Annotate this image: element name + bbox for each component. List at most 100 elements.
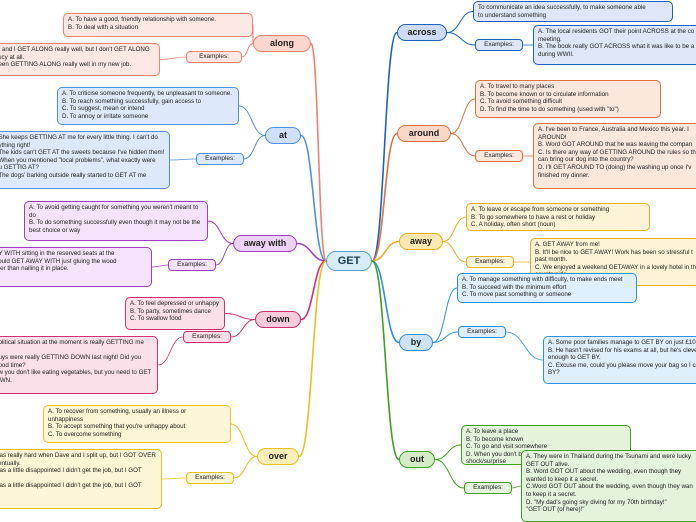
link-center-across bbox=[371, 31, 398, 262]
examples-by-line: BY? bbox=[548, 369, 560, 377]
examples-out-line: wanted to keep it a secret. bbox=[526, 475, 599, 483]
examples-around-line: D. I'll GET AROUND TO (doing) the washin… bbox=[538, 163, 692, 171]
examples-around-line: C. Is there any way of GETTING AROUND th… bbox=[538, 148, 696, 156]
link-down-example-list bbox=[157, 336, 184, 366]
examples-down-line: OWN. bbox=[0, 376, 12, 384]
link-at-examples bbox=[243, 135, 266, 160]
examples-around-line: A. I've been to France, Australia and Me… bbox=[538, 126, 689, 133]
branch-node-down[interactable]: down bbox=[255, 311, 301, 328]
meanings-across-line: To communicate an idea successfully, to … bbox=[478, 4, 646, 11]
examples-over-line: it. bbox=[0, 475, 157, 483]
link-over-example-list bbox=[161, 477, 187, 480]
examples-label-down[interactable]: Examples: bbox=[183, 331, 231, 343]
examples-out-line: GET OUT alive. bbox=[526, 460, 570, 468]
examples-along: ry and I GET ALONG really well, but I do… bbox=[0, 43, 160, 76]
meanings-at: A. To criticise someone frequently, be u… bbox=[57, 87, 239, 125]
meanings-down-line: A. To feel depressed or unhappy bbox=[130, 300, 219, 307]
examples-by-line: B. He hasn't revised for his exams at al… bbox=[548, 346, 696, 354]
meanings-at-line: A. To criticise someone frequently, be u… bbox=[62, 90, 233, 97]
meanings-across-line: to understand something bbox=[478, 11, 547, 19]
meanings-away_with-line: do bbox=[29, 211, 36, 219]
branch-node-along[interactable]: along bbox=[253, 35, 311, 52]
examples-label-across[interactable]: Examples: bbox=[475, 39, 523, 51]
link-across-meanings bbox=[446, 11, 474, 33]
branch-node-across[interactable]: across bbox=[397, 24, 447, 41]
branch-node-by[interactable]: by bbox=[399, 334, 433, 351]
link-over-examples bbox=[233, 456, 258, 479]
examples-across-line: B. The book really GOT ACROSS what it wa… bbox=[538, 43, 695, 51]
examples-away_with-line: could GET AWAY WITH just gluing the wood bbox=[0, 257, 117, 265]
branch-node-out[interactable]: out bbox=[399, 451, 435, 468]
examples-over-line: was a little disappointed I didn't get t… bbox=[0, 482, 142, 490]
link-center-along bbox=[310, 42, 327, 262]
examples-down-line: guys were really GETTING DOWN last night… bbox=[0, 354, 142, 362]
examples-out-line: D. "My dad's going sky diving for my 70t… bbox=[526, 498, 667, 506]
examples-out-line: B. Word GOT OUT about the wedding, even … bbox=[526, 468, 682, 476]
examples-away_with: AY WITH sitting in the reserved seats at… bbox=[0, 247, 152, 287]
link-away_with-meanings bbox=[207, 220, 234, 244]
meanings-over-line: unhappiness bbox=[48, 415, 84, 423]
branch-node-over[interactable]: over bbox=[257, 448, 299, 465]
branch-node-away[interactable]: away bbox=[399, 233, 443, 250]
meanings-along: A. To have a good, friendly relationship… bbox=[63, 13, 253, 37]
examples-by-line: C. Excuse me, could you please move your… bbox=[548, 361, 696, 369]
link-across-examples bbox=[446, 32, 476, 46]
examples-label-along[interactable]: Examples: bbox=[186, 51, 242, 63]
meanings-away_with-line: A. To avoid getting caught for something… bbox=[29, 204, 199, 211]
meanings-at-line: D. To annoy or irritate someone bbox=[62, 112, 149, 120]
meanings-at-line: B. To reach something successfully, gain… bbox=[62, 97, 202, 105]
examples-across: A. The local residents GOT their point A… bbox=[533, 25, 696, 65]
examples-label-over[interactable]: Examples: bbox=[186, 472, 234, 484]
examples-around-line: finished my dinner. bbox=[538, 171, 590, 179]
meanings-down-line: C. To swallow food bbox=[130, 315, 182, 323]
meanings-around-line: D. To find the time to do something (use… bbox=[480, 105, 619, 113]
examples-across-line: during WWII. bbox=[538, 50, 574, 58]
meanings-by-line: B. To succeed with the minimum effort bbox=[462, 283, 567, 291]
examples-label-around[interactable]: Examples: bbox=[475, 150, 523, 162]
meanings-around-line: B. To become known or to circulate infor… bbox=[480, 90, 609, 98]
link-away-meanings bbox=[442, 216, 467, 242]
meanings-around-line: A. To travel to many places bbox=[480, 83, 555, 90]
link-center-away_with bbox=[296, 242, 327, 262]
branch-node-around[interactable]: around bbox=[397, 125, 451, 142]
examples-over-line: ventually. bbox=[0, 459, 21, 467]
meanings-down-line: B. To party, sometimes dance bbox=[130, 307, 211, 315]
link-center-down bbox=[300, 260, 327, 321]
examples-label-at[interactable]: Examples: bbox=[196, 153, 244, 165]
examples-out-line: C.Word GOT OUT about the wedding, even t… bbox=[526, 483, 693, 491]
branch-node-at[interactable]: at bbox=[265, 127, 301, 144]
branch-node-away-with[interactable]: away with bbox=[233, 235, 297, 252]
examples-down-line: n. bbox=[0, 347, 153, 355]
link-around-meanings bbox=[450, 98, 476, 134]
meanings-over-line: A. To recover from something, usually an… bbox=[48, 408, 187, 415]
examples-down-line: political situation at the moment is rea… bbox=[0, 339, 144, 346]
examples-around-line: B. Word GOT AROUND that he was leaving t… bbox=[538, 141, 693, 149]
examples-out-line: "GET OUT (of here)!" bbox=[526, 506, 585, 514]
examples-label-by[interactable]: Examples: bbox=[458, 326, 506, 338]
link-at-example-list bbox=[169, 158, 197, 161]
examples-away-line: past month. bbox=[535, 256, 568, 264]
examples-away_with-line: ther than nailing it in place. bbox=[0, 265, 69, 273]
link-center-around bbox=[371, 132, 398, 262]
examples-label-away[interactable]: Examples: bbox=[466, 256, 514, 268]
link-around-examples bbox=[450, 133, 476, 157]
examples-label-out[interactable]: Examples: bbox=[464, 482, 512, 494]
examples-label-away_with[interactable]: Examples: bbox=[168, 259, 216, 271]
examples-at-line: . The dogs' barking outside really start… bbox=[0, 171, 147, 179]
center-node-get[interactable]: GET bbox=[326, 251, 372, 271]
meanings-away-line: B. To go somewhere to have a rest or hol… bbox=[471, 213, 596, 221]
link-away-examples bbox=[442, 241, 467, 263]
examples-at-line: . She keeps GETTING AT me for every litt… bbox=[0, 134, 158, 141]
meanings-over-line: B. To accept something that you're unhap… bbox=[48, 423, 186, 431]
meanings-away: A. To leave or escape from someone or so… bbox=[466, 203, 650, 231]
meanings-over: A. To recover from something, usually an… bbox=[43, 405, 231, 443]
meanings-out-line: B. To become known bbox=[466, 435, 524, 443]
meanings-away-line: A. To leave or escape from someone or so… bbox=[471, 206, 610, 213]
examples-at-line: . The kids can't GET AT the sweets becau… bbox=[0, 149, 165, 157]
examples-down-line: ow you don't like eating vegetables, but… bbox=[0, 369, 152, 377]
examples-over-line: it. bbox=[0, 490, 157, 498]
meanings-over-line: C. To overcome something bbox=[48, 430, 122, 438]
examples-along-line: ry and I GET ALONG really well, but I do… bbox=[0, 46, 150, 53]
